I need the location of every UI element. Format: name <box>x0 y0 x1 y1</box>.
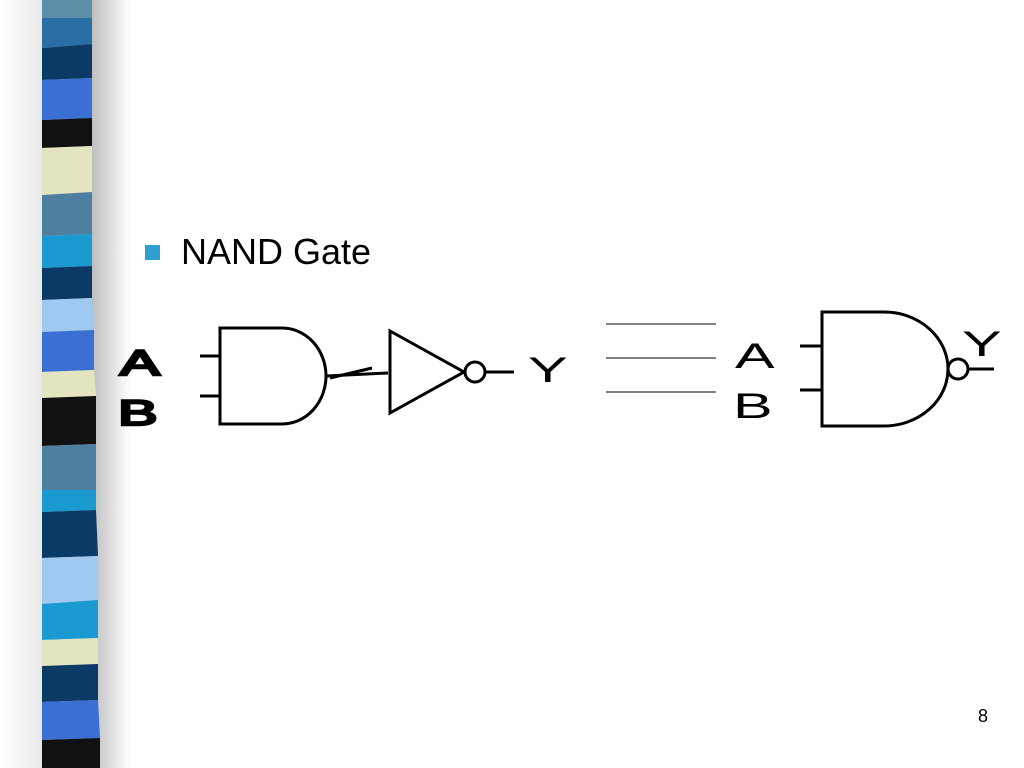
left-output-y-label: Y <box>528 351 568 390</box>
right-input-a-label: A <box>735 337 775 376</box>
nand-gate-body <box>820 310 950 428</box>
square-bullet-icon <box>145 244 160 260</box>
right-output-y-label: Y <box>962 325 1002 364</box>
left-input-b-label: B <box>118 394 158 433</box>
connector-notch <box>329 366 373 380</box>
and-gate-body <box>218 326 328 426</box>
equivalence-symbol <box>606 323 716 393</box>
page-number: 8 <box>977 706 988 726</box>
bullet-item: NAND Gate <box>145 232 371 272</box>
inverter-bubble <box>463 360 487 384</box>
bullet-text: NAND Gate <box>181 231 372 272</box>
decorative-side-strip <box>0 0 130 768</box>
strip-blocks <box>42 0 100 768</box>
left-input-a-label: A <box>120 344 160 383</box>
nand-gate-symbol: A B Y <box>733 310 1002 428</box>
inverter-triangle <box>388 328 468 416</box>
and-not-circuit: A B Y <box>116 326 568 434</box>
right-input-b-label: B <box>733 387 773 426</box>
